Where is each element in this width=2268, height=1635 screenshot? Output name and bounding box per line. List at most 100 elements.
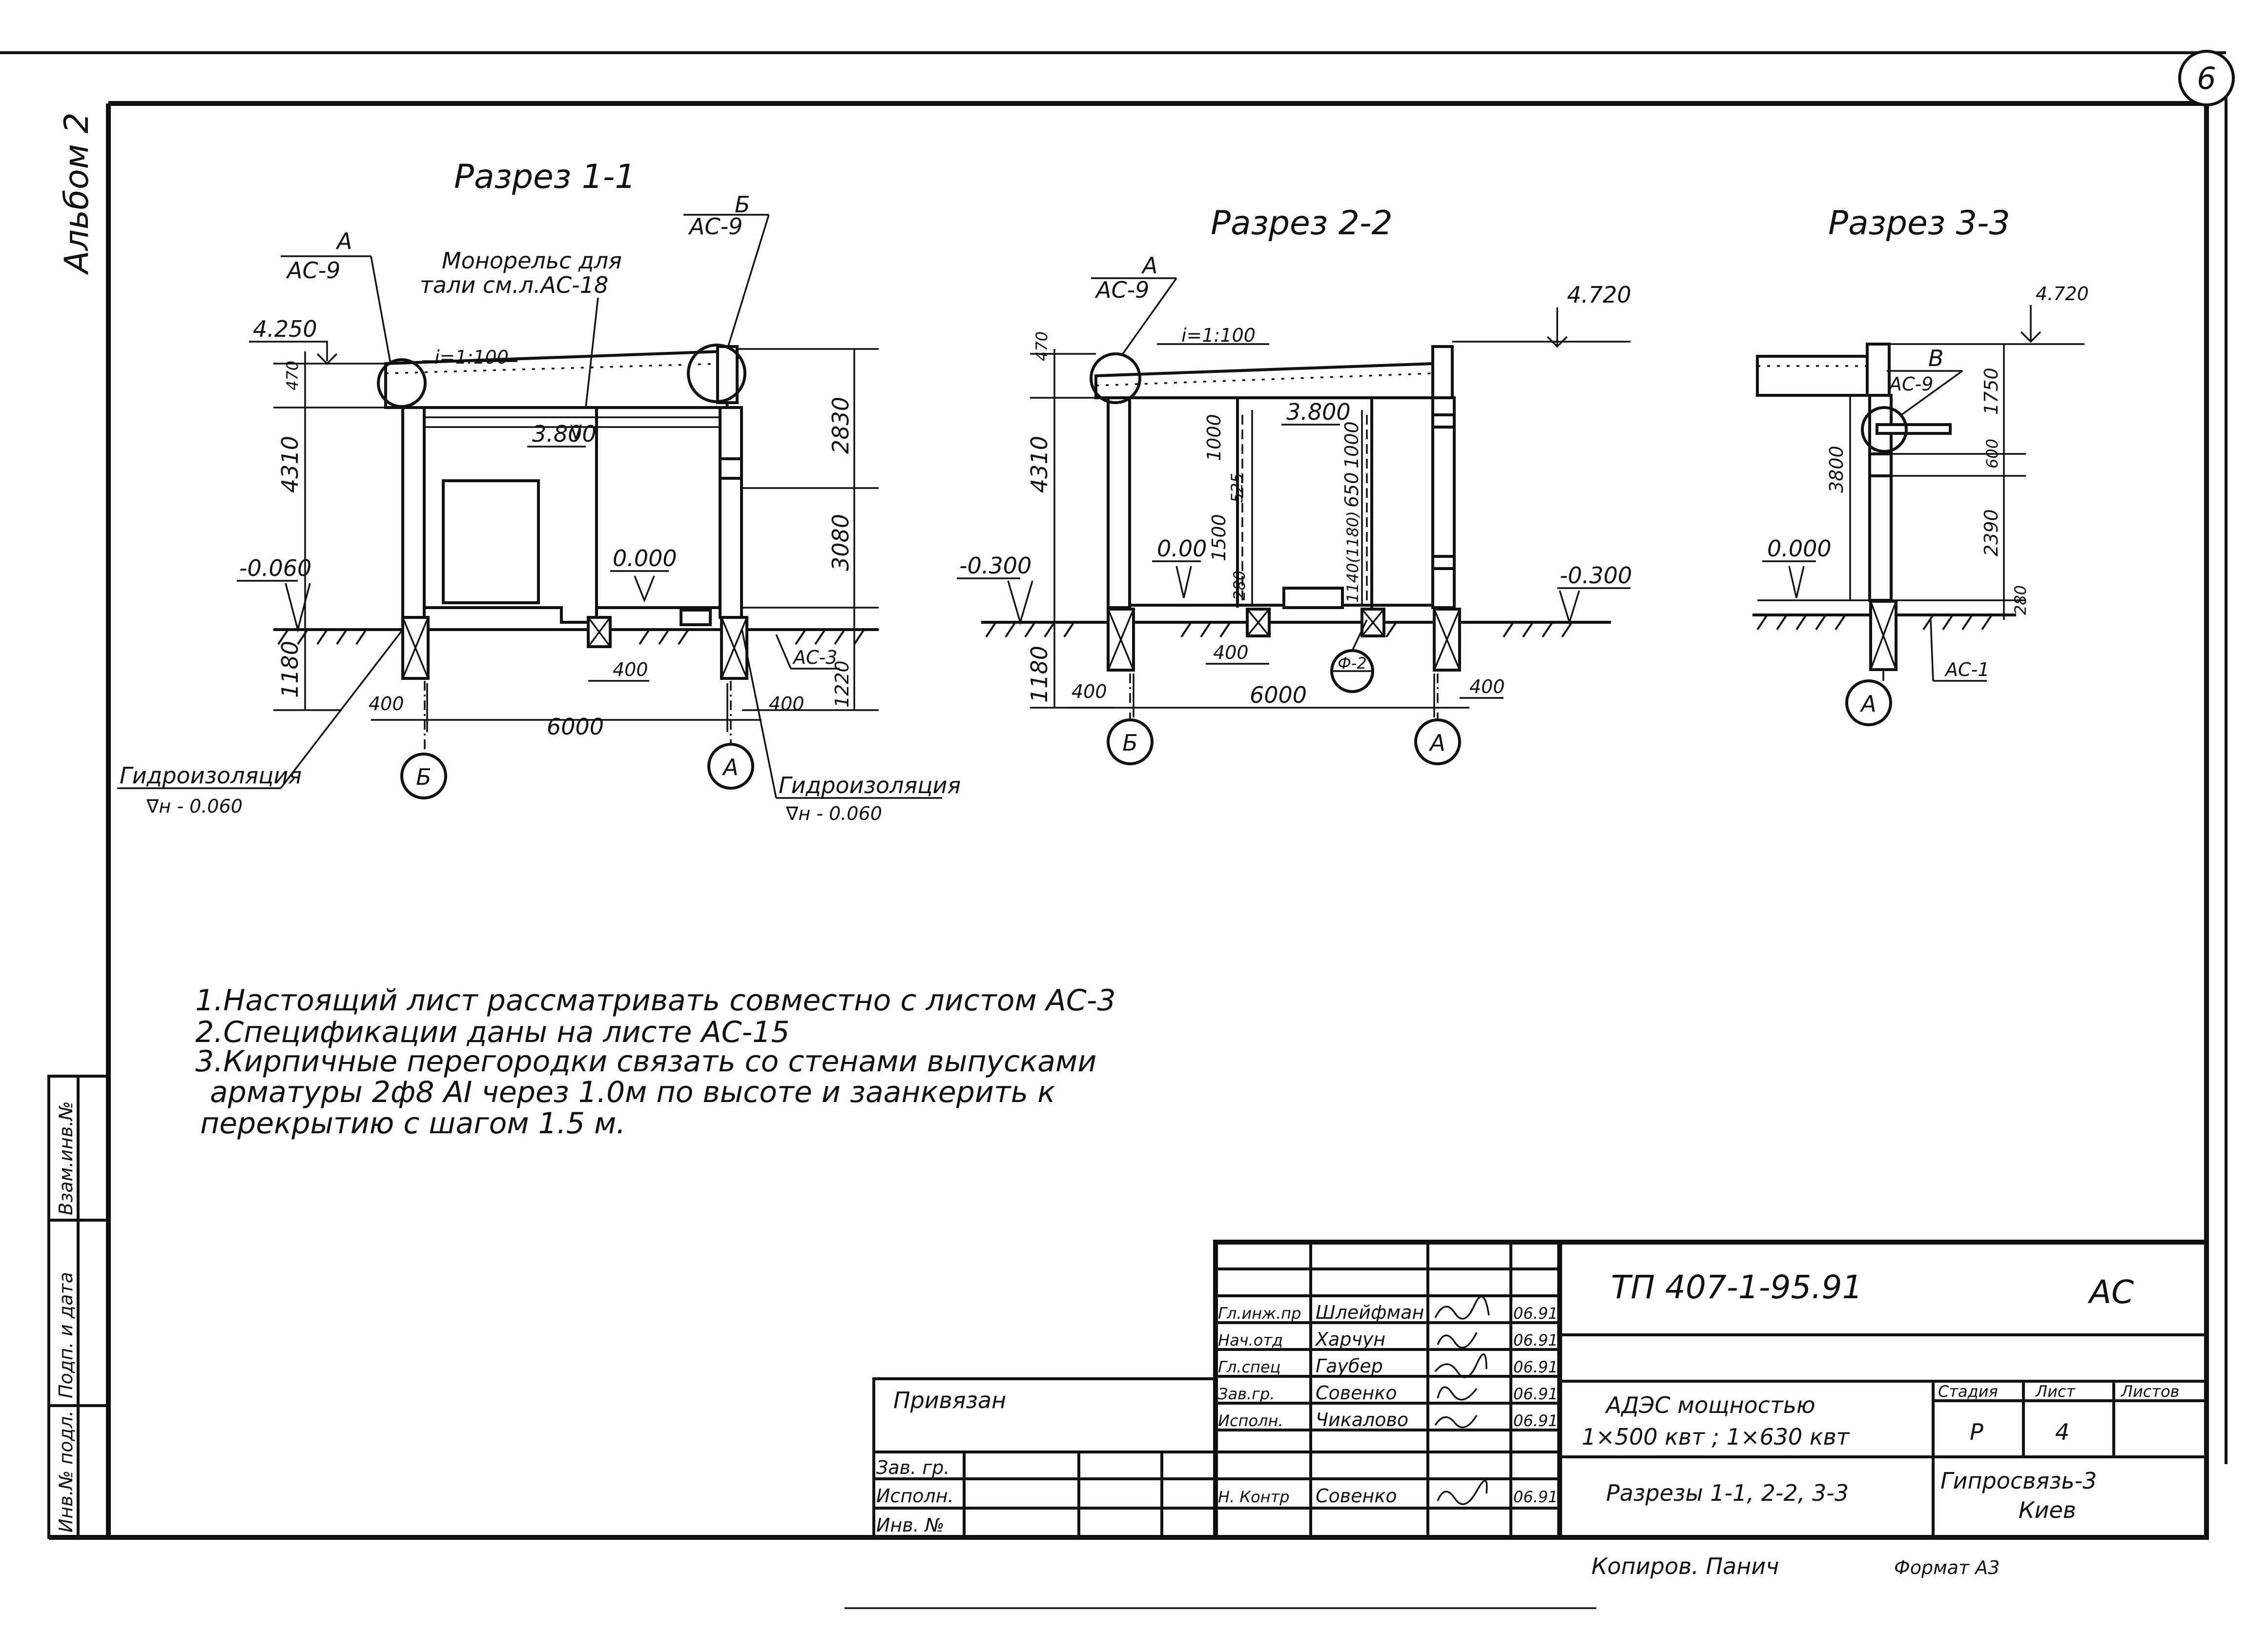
s2-elev-right: -0.300 — [1560, 562, 1632, 589]
signer-row-3: Гл.спец Гаубер 06.91 — [1218, 1355, 1558, 1377]
note-1: 1.Настоящий лист рассматривать совместно… — [195, 983, 1116, 1018]
signer-name: Гаубер — [1316, 1355, 1383, 1377]
s1-callout-b-letter: Б — [735, 191, 750, 218]
ground-hatch-2 — [985, 621, 1573, 638]
signer-name: Шлейфман — [1316, 1302, 1424, 1323]
s1-waterproof-left-1: Гидроизоляция — [120, 762, 302, 789]
section-2-title: Разрез 2-2 — [1211, 204, 1393, 243]
sheet-value: 4 — [2055, 1419, 2069, 1445]
section-1-1: Разрез 1-1 — [117, 158, 961, 824]
signer-date: 06.91 — [1513, 1331, 1558, 1349]
signer-date: 06.91 — [1513, 1385, 1558, 1403]
s3-ref-ac: АС-1 — [1944, 659, 1989, 680]
s2-elev-top: 4.720 — [1567, 282, 1631, 308]
binding-row-2: Исполн. — [876, 1485, 954, 1507]
s1-dim-right-0: 2830 — [827, 397, 854, 454]
signer-row-2: Нач.отд Харчун 06.91 — [1218, 1328, 1558, 1350]
s2-elev-ceiling: 3.800 — [1286, 399, 1351, 425]
s2-axis-right: А — [1428, 730, 1445, 756]
sheet-number-badge: 6 — [2178, 50, 2235, 106]
s2-slope: i=1:100 — [1181, 325, 1256, 346]
s2-dim-left-1: 4310 — [1026, 436, 1052, 493]
signer-name: Чикалово — [1316, 1409, 1408, 1431]
binding-block: Привязан Зав. гр. Исполн. Инв. № — [872, 1377, 1217, 1539]
s3-dim-left-0: 3800 — [1826, 446, 1847, 493]
s1-waterproof-right-2: ∇н - 0.060 — [785, 803, 882, 824]
s1-waterproof-left-2: ∇н - 0.060 — [146, 796, 243, 817]
drawing-mark: АС — [2087, 1273, 2134, 1311]
s1-dim-right-wall: 400 — [769, 693, 804, 715]
signer-role: Исполн. — [1218, 1411, 1283, 1430]
s1-monorail-1: Монорельс для — [442, 247, 622, 274]
s2-dim-inner-left-0: 1000 — [1203, 414, 1225, 461]
signer-row-4: Зав.гр. Совенко 06.91 — [1218, 1382, 1558, 1404]
note-3-end: перекрытию с шагом 1.5 м. — [200, 1106, 626, 1141]
s1-callout-b-sheet: АС-9 — [688, 213, 742, 240]
stamp-sign-date: Подп. и дата — [55, 1272, 77, 1398]
s1-monorail-2: тали см.л.АС-18 — [420, 272, 608, 298]
s1-elev-top: 4.250 — [253, 316, 317, 342]
section-3-3: Разрез 3-3 В АС-9 4.720 — [1753, 204, 2089, 726]
signer-name: Совенко — [1316, 1485, 1397, 1507]
s2-dim-span: 6000 — [1250, 682, 1307, 708]
note-2: 2.Спецификации даны на листе АС-15 — [195, 1015, 790, 1049]
s1-callout-a-letter: А — [335, 228, 352, 254]
title-block: Гл.инж.пр Шлейфман 06.91 Нач.отд Харчун … — [1213, 1240, 2209, 1579]
org-line-2: Киев — [2019, 1497, 2076, 1523]
signer-name: Харчун — [1315, 1328, 1385, 1350]
s1-ref-ac: АС-3 — [792, 647, 837, 668]
s2-dim-inner-right-2: 1140(1180) — [1343, 511, 1362, 603]
notes: 1.Настоящий лист рассматривать совместно… — [195, 983, 1116, 1141]
s1-dim-left-0: 470 — [283, 361, 302, 390]
signer-date: 06.91 — [1513, 1304, 1558, 1323]
s3-dim-right-0: 1750 — [1980, 368, 2002, 415]
signatures — [1434, 1295, 1490, 1505]
s3-elev-top: 4.720 — [2036, 283, 2089, 305]
stage-value: Р — [1970, 1419, 1983, 1445]
signer-date: 06.91 — [1513, 1358, 1558, 1376]
s3-callout-b-sheet: АС-9 — [1888, 373, 1933, 395]
s1-elev-floor: 0.000 — [613, 545, 677, 572]
foundations-1 — [401, 616, 748, 680]
s2-dim-mid: 400 — [1213, 642, 1249, 663]
s2-dim-inner-left-3: 280 — [1230, 571, 1249, 600]
s2-dim-inner-right-0: 1000 — [1341, 421, 1362, 469]
s1-dim-mid: 400 — [613, 659, 648, 680]
signer-row-6: Н. Контр Совенко 06.91 — [1218, 1485, 1558, 1507]
s2-axis-left: Б — [1122, 730, 1138, 756]
album-label: Альбом 2 — [58, 112, 96, 275]
note-3: 3.Кирпичные перегородки связать со стена… — [195, 1044, 1096, 1079]
side-stamp: Инв.№ подл. Подп. и дата Взам.инв.№ — [47, 1075, 110, 1539]
s3-dim-right-1: 600 — [1983, 439, 2001, 469]
copied-by: Копиров. Панич — [1591, 1553, 1779, 1579]
sheet-number: 6 — [2197, 61, 2216, 96]
s1-dim-left-2: 1180 — [277, 641, 303, 698]
object-line-1: АДЭС мощностью — [1605, 1392, 1815, 1418]
s2-elev-left: -0.300 — [959, 552, 1031, 579]
sheets-label: Листов — [2121, 1382, 2180, 1401]
signer-row-1: Гл.инж.пр Шлейфман 06.91 — [1218, 1302, 1558, 1323]
s2-ref-circle: Ф-2 — [1338, 654, 1366, 673]
s2-dim-inner-right-1: 650 — [1341, 472, 1362, 508]
stage-label: Стадия — [1938, 1382, 1998, 1401]
s1-dim-right-1: 3080 — [827, 514, 854, 571]
s2-dim-inner-left-1: 525 — [1228, 473, 1246, 503]
signer-date: 06.91 — [1513, 1488, 1558, 1506]
s3-dim-right-3: 280 — [2011, 585, 2030, 615]
signer-date: 06.91 — [1513, 1411, 1558, 1430]
section-1-title: Разрез 1-1 — [454, 158, 636, 196]
s2-dim-left-wall: 400 — [1072, 681, 1107, 702]
s2-callout-a-sheet: АС-9 — [1094, 277, 1149, 303]
s1-elev-ground: -0.060 — [239, 555, 311, 581]
signer-role: Гл.спец — [1218, 1358, 1280, 1376]
section-3-title: Разрез 3-3 — [1828, 204, 2010, 243]
stamp-inv-orig: Инв.№ подл. — [55, 1410, 77, 1533]
binding-title: Привязан — [893, 1387, 1006, 1413]
s2-dim-inner-left-2: 1500 — [1208, 514, 1230, 561]
s1-waterproof-right-1: Гидроизоляция — [779, 772, 961, 798]
s2-elev-floor: 0.00 — [1157, 535, 1207, 562]
signer-role: Нач.отд — [1218, 1331, 1283, 1349]
note-3-cont: арматуры 2ф8 АI через 1.0м по высоте и з… — [210, 1075, 1055, 1109]
project-code: ТП 407-1-95.91 — [1611, 1268, 1862, 1306]
